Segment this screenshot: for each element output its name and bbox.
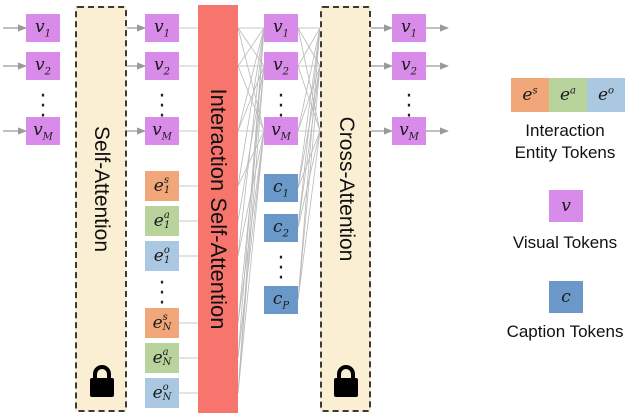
visual-token-letter: v <box>33 119 43 140</box>
visual-token-index: 2 <box>410 66 417 78</box>
visual-token-index: M <box>408 131 419 143</box>
cross-attention-block: Cross-Attention <box>320 6 371 412</box>
ellipsis: ··· <box>158 271 166 316</box>
legend-entity-label: Interaction Entity Tokens <box>490 120 640 164</box>
caption-token-index: P <box>282 300 290 312</box>
caption-token-2: c2 <box>264 214 298 242</box>
caption-token-p: cP <box>264 286 298 314</box>
ellipsis: ··· <box>39 84 47 128</box>
fan-into-interaction <box>179 27 198 394</box>
fan-out-interaction <box>237 27 265 394</box>
lock-icon <box>90 365 114 397</box>
legend-visual-symbol: v <box>561 196 571 216</box>
visual-token-index: 1 <box>410 28 417 40</box>
visual-token-2: v2 <box>264 52 298 80</box>
visual-token-m: vM <box>264 117 298 145</box>
self-attention-label: Self-Attention <box>90 125 113 253</box>
visual-token-m: vM <box>26 117 60 145</box>
caption-token-letter: c <box>273 176 283 197</box>
visual-token-index: M <box>280 131 291 143</box>
ellipsis: ··· <box>158 84 166 128</box>
legend-entity-label-line1: Interaction <box>525 121 605 140</box>
visual-token-1: v1 <box>145 14 179 42</box>
visual-token-m: vM <box>145 117 179 145</box>
ellipsis: ··· <box>277 246 285 291</box>
visual-token-2: v2 <box>26 52 60 80</box>
legend-entity-label-line2: Entity Tokens <box>514 143 616 162</box>
legend-visual-label: Visual Tokens <box>512 233 618 252</box>
legend-caption-label: Caption Tokens <box>506 322 624 341</box>
legend-visual-swatch: v <box>549 190 583 222</box>
visual-token-2: v2 <box>392 52 426 80</box>
visual-token-letter: v <box>152 119 162 140</box>
visual-token-letter: v <box>273 54 283 75</box>
visual-token-2: v2 <box>145 52 179 80</box>
legend-entity-subject-swatch: es <box>511 78 549 112</box>
visual-token-index: 2 <box>44 66 51 78</box>
visual-token-letter: v <box>154 54 164 75</box>
legend-caption-swatch: c <box>549 281 583 313</box>
visual-token-1: v1 <box>26 14 60 42</box>
self-attention-block: Self-Attention <box>75 6 127 412</box>
visual-token-letter: v <box>271 119 281 140</box>
visual-token-letter: v <box>154 16 164 37</box>
fan-into-cross-attention <box>297 27 321 301</box>
caption-token-1: c1 <box>264 174 298 202</box>
caption-token-index: 2 <box>282 228 289 240</box>
interaction-self-attention-block: Interaction Self-Attention <box>198 5 238 413</box>
caption-token-letter: c <box>272 288 283 309</box>
visual-token-1: v1 <box>392 14 426 42</box>
visual-token-index: M <box>42 131 53 143</box>
caption-token-letter: c <box>273 216 283 237</box>
legend-caption-symbol: c <box>561 287 571 307</box>
visual-token-index: 2 <box>282 66 289 78</box>
lock-icon <box>334 365 358 397</box>
visual-token-letter: v <box>35 16 45 37</box>
cross-attention-label: Cross-Attention <box>334 116 358 262</box>
visual-token-index: 2 <box>163 66 170 78</box>
visual-token-letter: v <box>35 54 45 75</box>
visual-token-1: v1 <box>264 14 298 42</box>
visual-token-letter: v <box>273 16 283 37</box>
legend-entity-object-swatch: eo <box>587 78 625 112</box>
caption-token-index: 1 <box>282 188 289 200</box>
visual-token-index: 1 <box>282 28 289 40</box>
visual-token-letter: v <box>401 54 411 75</box>
visual-token-letter: v <box>401 16 411 37</box>
visual-token-m: vM <box>392 117 426 145</box>
visual-token-index: 1 <box>44 28 51 40</box>
visual-token-letter: v <box>399 119 409 140</box>
ellipsis: ··· <box>405 84 413 128</box>
interaction-self-attention-label: Interaction Self-Attention <box>206 88 231 330</box>
ellipsis: ··· <box>277 84 285 128</box>
visual-token-index: 1 <box>163 28 170 40</box>
visual-token-index: M <box>161 131 172 143</box>
legend-entity-action-swatch: ea <box>549 78 587 112</box>
